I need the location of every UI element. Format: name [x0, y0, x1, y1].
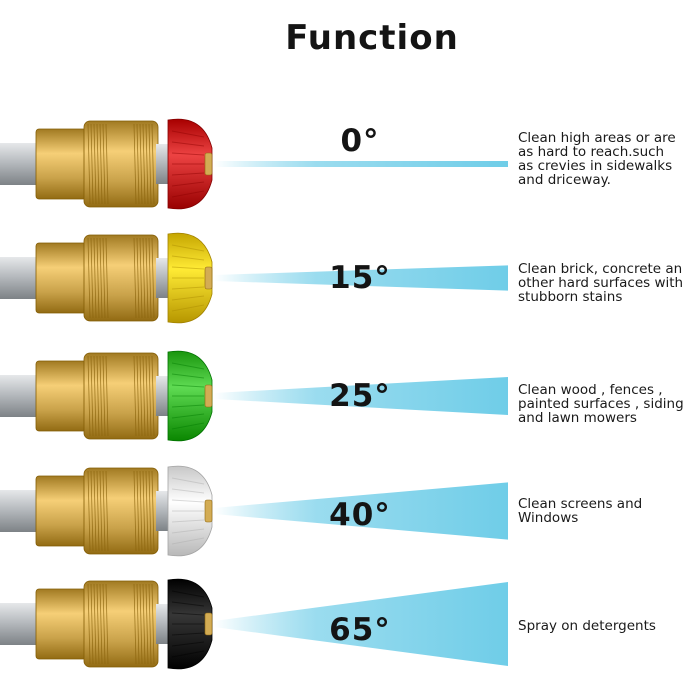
nozzle-tip-green — [167, 350, 213, 442]
nozzle-row-2: 25° Clean wood , fences , painted surfac… — [0, 340, 688, 456]
steel-wand — [0, 490, 40, 532]
description-line: Clean screens and — [518, 496, 643, 512]
description-line: painted surfaces , siding — [518, 396, 684, 412]
nozzle-tip-black — [167, 578, 213, 670]
spray-fan — [214, 482, 508, 540]
nozzle-illustration — [0, 118, 508, 210]
knurling — [87, 123, 155, 205]
description-line: Clean brick, concrete an — [518, 261, 683, 277]
nozzle-tip-white — [167, 465, 213, 557]
spray-angle-label: 0° — [340, 123, 380, 159]
description-line: as crevies in sidewalks — [518, 158, 673, 174]
spray-fan — [214, 161, 508, 167]
steel-wand — [0, 375, 40, 417]
nozzle-row-1: 15° Clean brick, concrete an other hard … — [0, 222, 688, 338]
nozzle-row-3: 40° Clean screens and Windows — [0, 455, 688, 571]
nozzle-orifice — [204, 612, 213, 636]
tip-ribs — [171, 130, 205, 198]
spray-angle-label: 40° — [329, 497, 391, 533]
nozzle-illustration — [0, 465, 508, 557]
brass-hex-nut — [35, 242, 89, 314]
description-line: and lawn mowers — [518, 410, 637, 426]
description-line: Clean wood , fences , — [518, 382, 663, 398]
steel-wand — [0, 603, 40, 645]
knurling — [87, 583, 155, 665]
page-title: Function — [285, 18, 459, 58]
nozzle-row-0: 0° Clean high areas or are as hard to re… — [0, 108, 688, 224]
brass-hex-nut — [35, 588, 89, 660]
tip-ribs — [171, 590, 205, 658]
description-line: Windows — [518, 510, 579, 526]
steel-collar — [156, 604, 170, 644]
description-line: stubborn stains — [518, 289, 623, 305]
spray-angle-label: 25° — [329, 378, 391, 414]
nozzle-description: Clean screens and Windows — [518, 497, 688, 525]
knurling — [87, 355, 155, 437]
nozzle-description: Clean brick, concrete an other hard surf… — [518, 262, 688, 304]
knurling — [87, 237, 155, 319]
nozzle-orifice — [204, 266, 213, 290]
nozzle-description: Clean wood , fences , painted surfaces ,… — [518, 383, 688, 425]
steel-wand — [0, 257, 40, 299]
brass-hex-nut — [35, 475, 89, 547]
nozzle-orifice — [204, 152, 213, 176]
spray-fan — [214, 582, 508, 666]
spray-fan — [214, 377, 508, 415]
description-line: other hard surfaces with — [518, 275, 684, 291]
steel-collar — [156, 144, 170, 184]
nozzle-tip-yellow — [167, 232, 213, 324]
steel-collar — [156, 491, 170, 531]
brass-hex-nut — [35, 128, 89, 200]
description-line: and driceway. — [518, 172, 611, 188]
steel-wand — [0, 143, 40, 185]
description-line: as hard to reach.such — [518, 144, 665, 160]
nozzle-illustration — [0, 578, 508, 670]
tip-ribs — [171, 362, 205, 430]
brass-hex-nut — [35, 360, 89, 432]
nozzle-row-4: 65° Spray on detergents — [0, 568, 688, 684]
tip-ribs — [171, 477, 205, 545]
nozzle-tip-red — [167, 118, 213, 210]
knurling — [87, 470, 155, 552]
description-line: Clean high areas or are — [518, 130, 676, 146]
tip-ribs — [171, 244, 205, 312]
nozzle-description: Spray on detergents — [518, 619, 688, 633]
nozzle-orifice — [204, 499, 213, 523]
description-line: Spray on detergents — [518, 618, 656, 634]
spray-fan — [214, 265, 508, 291]
steel-collar — [156, 258, 170, 298]
steel-collar — [156, 376, 170, 416]
nozzle-orifice — [204, 384, 213, 408]
nozzle-illustration — [0, 232, 508, 324]
nozzle-description: Clean high areas or are as hard to reach… — [518, 131, 688, 187]
spray-angle-label: 15° — [329, 260, 391, 296]
spray-angle-label: 65° — [329, 612, 391, 648]
nozzle-illustration — [0, 350, 508, 442]
